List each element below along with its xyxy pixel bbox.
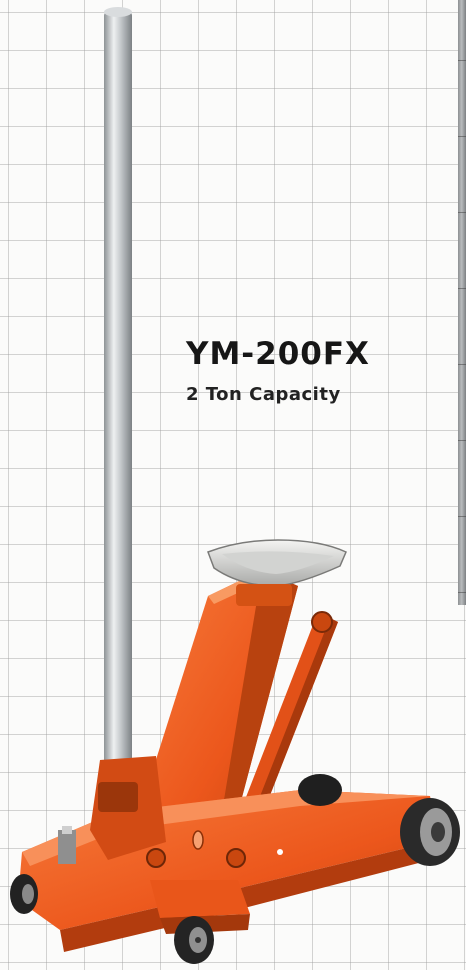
saddle <box>207 539 347 606</box>
jack-frame <box>18 756 440 952</box>
product-model: YM-200FX <box>186 336 370 372</box>
edge-ticks <box>458 0 466 605</box>
caster-wheel-left <box>10 874 38 914</box>
product-capacity: 2 Ton Capacity <box>186 384 341 405</box>
front-wheel <box>400 798 460 866</box>
rear-link <box>234 611 338 836</box>
handle-pipe <box>104 7 132 790</box>
rear-right-wheel <box>298 774 342 806</box>
caster-wheel-front <box>174 916 214 964</box>
